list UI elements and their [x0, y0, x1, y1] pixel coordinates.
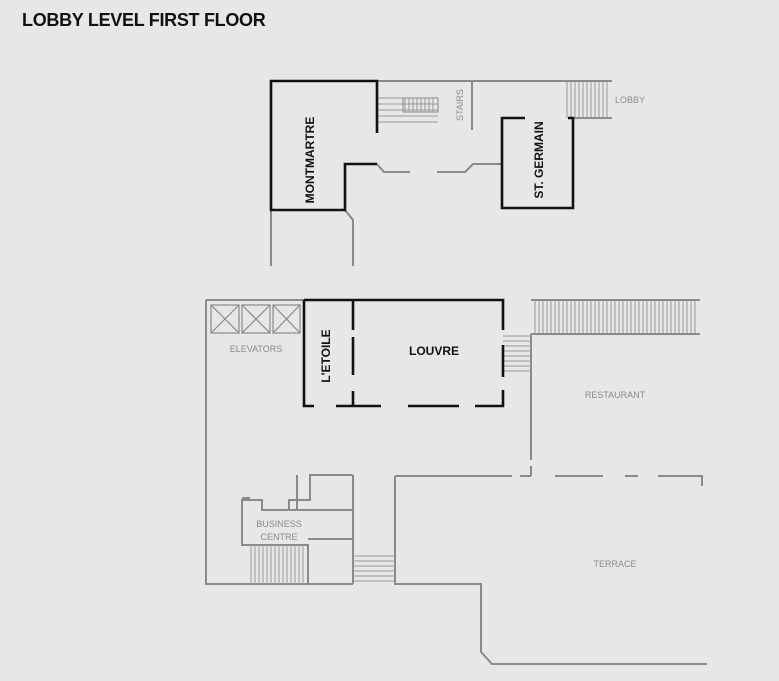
- louvre-bottom-wall-3: [475, 390, 505, 408]
- louvre-side-stairs: [503, 335, 531, 372]
- area-label-lobby: LOBBY: [615, 95, 645, 105]
- room-label-st-germain: ST. GERMAIN: [532, 121, 546, 198]
- corridor-opening-right: [437, 163, 501, 173]
- lobby-stairs: [566, 82, 608, 118]
- business-centre-inner: [262, 475, 354, 584]
- area-label-restaurant: RESTAURANT: [585, 390, 646, 400]
- room-label-louvre: LOUVRE: [409, 344, 459, 358]
- restaurant-bottom-5: [658, 475, 703, 486]
- montmartre-walls: [269, 79, 379, 212]
- st-germain-walls: [500, 116, 575, 210]
- terrace-stairs: [353, 555, 395, 582]
- room-label-letoile: L'ETOILE: [319, 329, 333, 382]
- top-stairs: [377, 97, 439, 123]
- page-title: LOBBY LEVEL FIRST FLOOR: [22, 10, 266, 30]
- elevator-shafts: [210, 304, 301, 334]
- lower-outer-wall: [205, 300, 353, 585]
- letoile-left-wall: [302, 300, 314, 408]
- area-label-elevators: ELEVATORS: [230, 344, 283, 354]
- area-label-stairs: STAIRS: [455, 89, 465, 121]
- business-centre-stairs: [250, 545, 304, 584]
- louvre-top-wall: [304, 298, 505, 330]
- corridor-opening-left: [376, 163, 410, 173]
- area-label-business-centre-line1: BUSINESS: [256, 519, 302, 529]
- area-label-terrace: TERRACE: [593, 559, 636, 569]
- upper-right-leg: [344, 209, 354, 266]
- room-label-montmartre: MONTMARTRE: [303, 117, 317, 204]
- terrace-outline: [394, 476, 707, 665]
- area-label-business-centre-line2: CENTRE: [260, 532, 297, 542]
- restaurant-stairs: [534, 301, 696, 333]
